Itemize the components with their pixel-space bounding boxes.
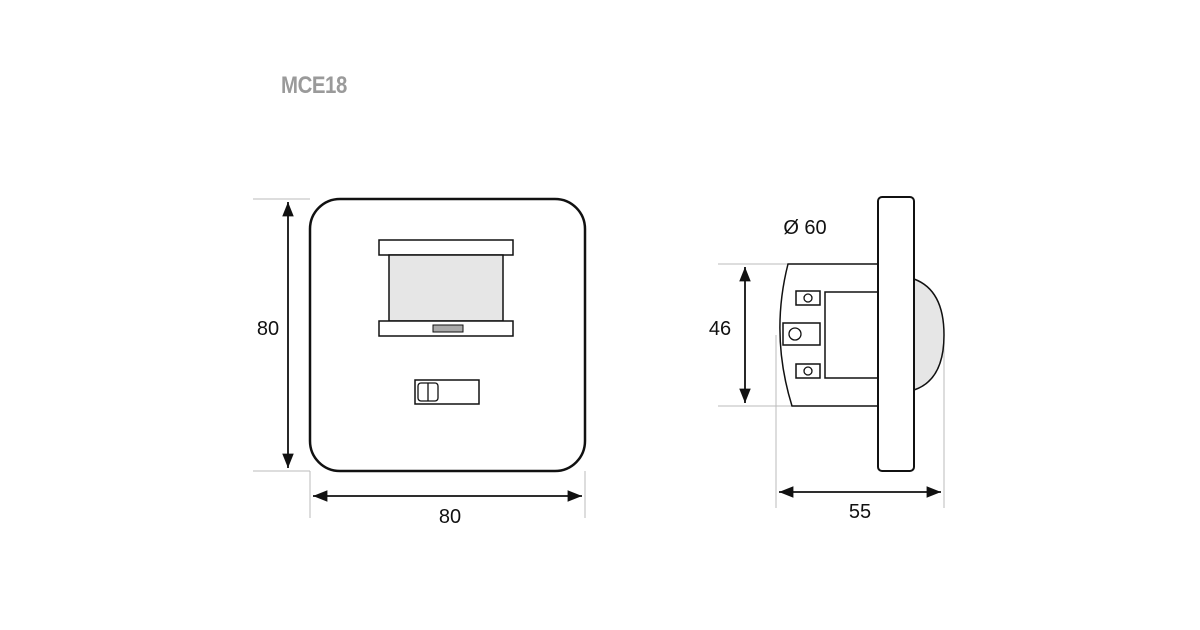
diameter-label: Ø 60 xyxy=(783,217,826,239)
side-view: Ø 60 46 55 xyxy=(709,196,945,523)
model-title: MCE18 xyxy=(281,72,347,99)
lens-top-bar xyxy=(378,239,514,256)
indicator-led xyxy=(432,324,464,333)
sensor-dome xyxy=(913,277,945,392)
depth-label: 55 xyxy=(849,501,871,523)
screw-icon xyxy=(788,327,802,341)
cover-plate-side xyxy=(877,196,915,472)
screw-icon xyxy=(803,366,813,376)
body-height-label: 46 xyxy=(709,318,731,340)
screw-icon xyxy=(803,293,813,303)
inner-housing xyxy=(824,291,879,379)
sensor-lens xyxy=(388,254,504,322)
front-view: 80 80 xyxy=(253,197,587,528)
height-dimension-label: 80 xyxy=(257,318,279,340)
width-dimension-label: 80 xyxy=(439,506,461,528)
